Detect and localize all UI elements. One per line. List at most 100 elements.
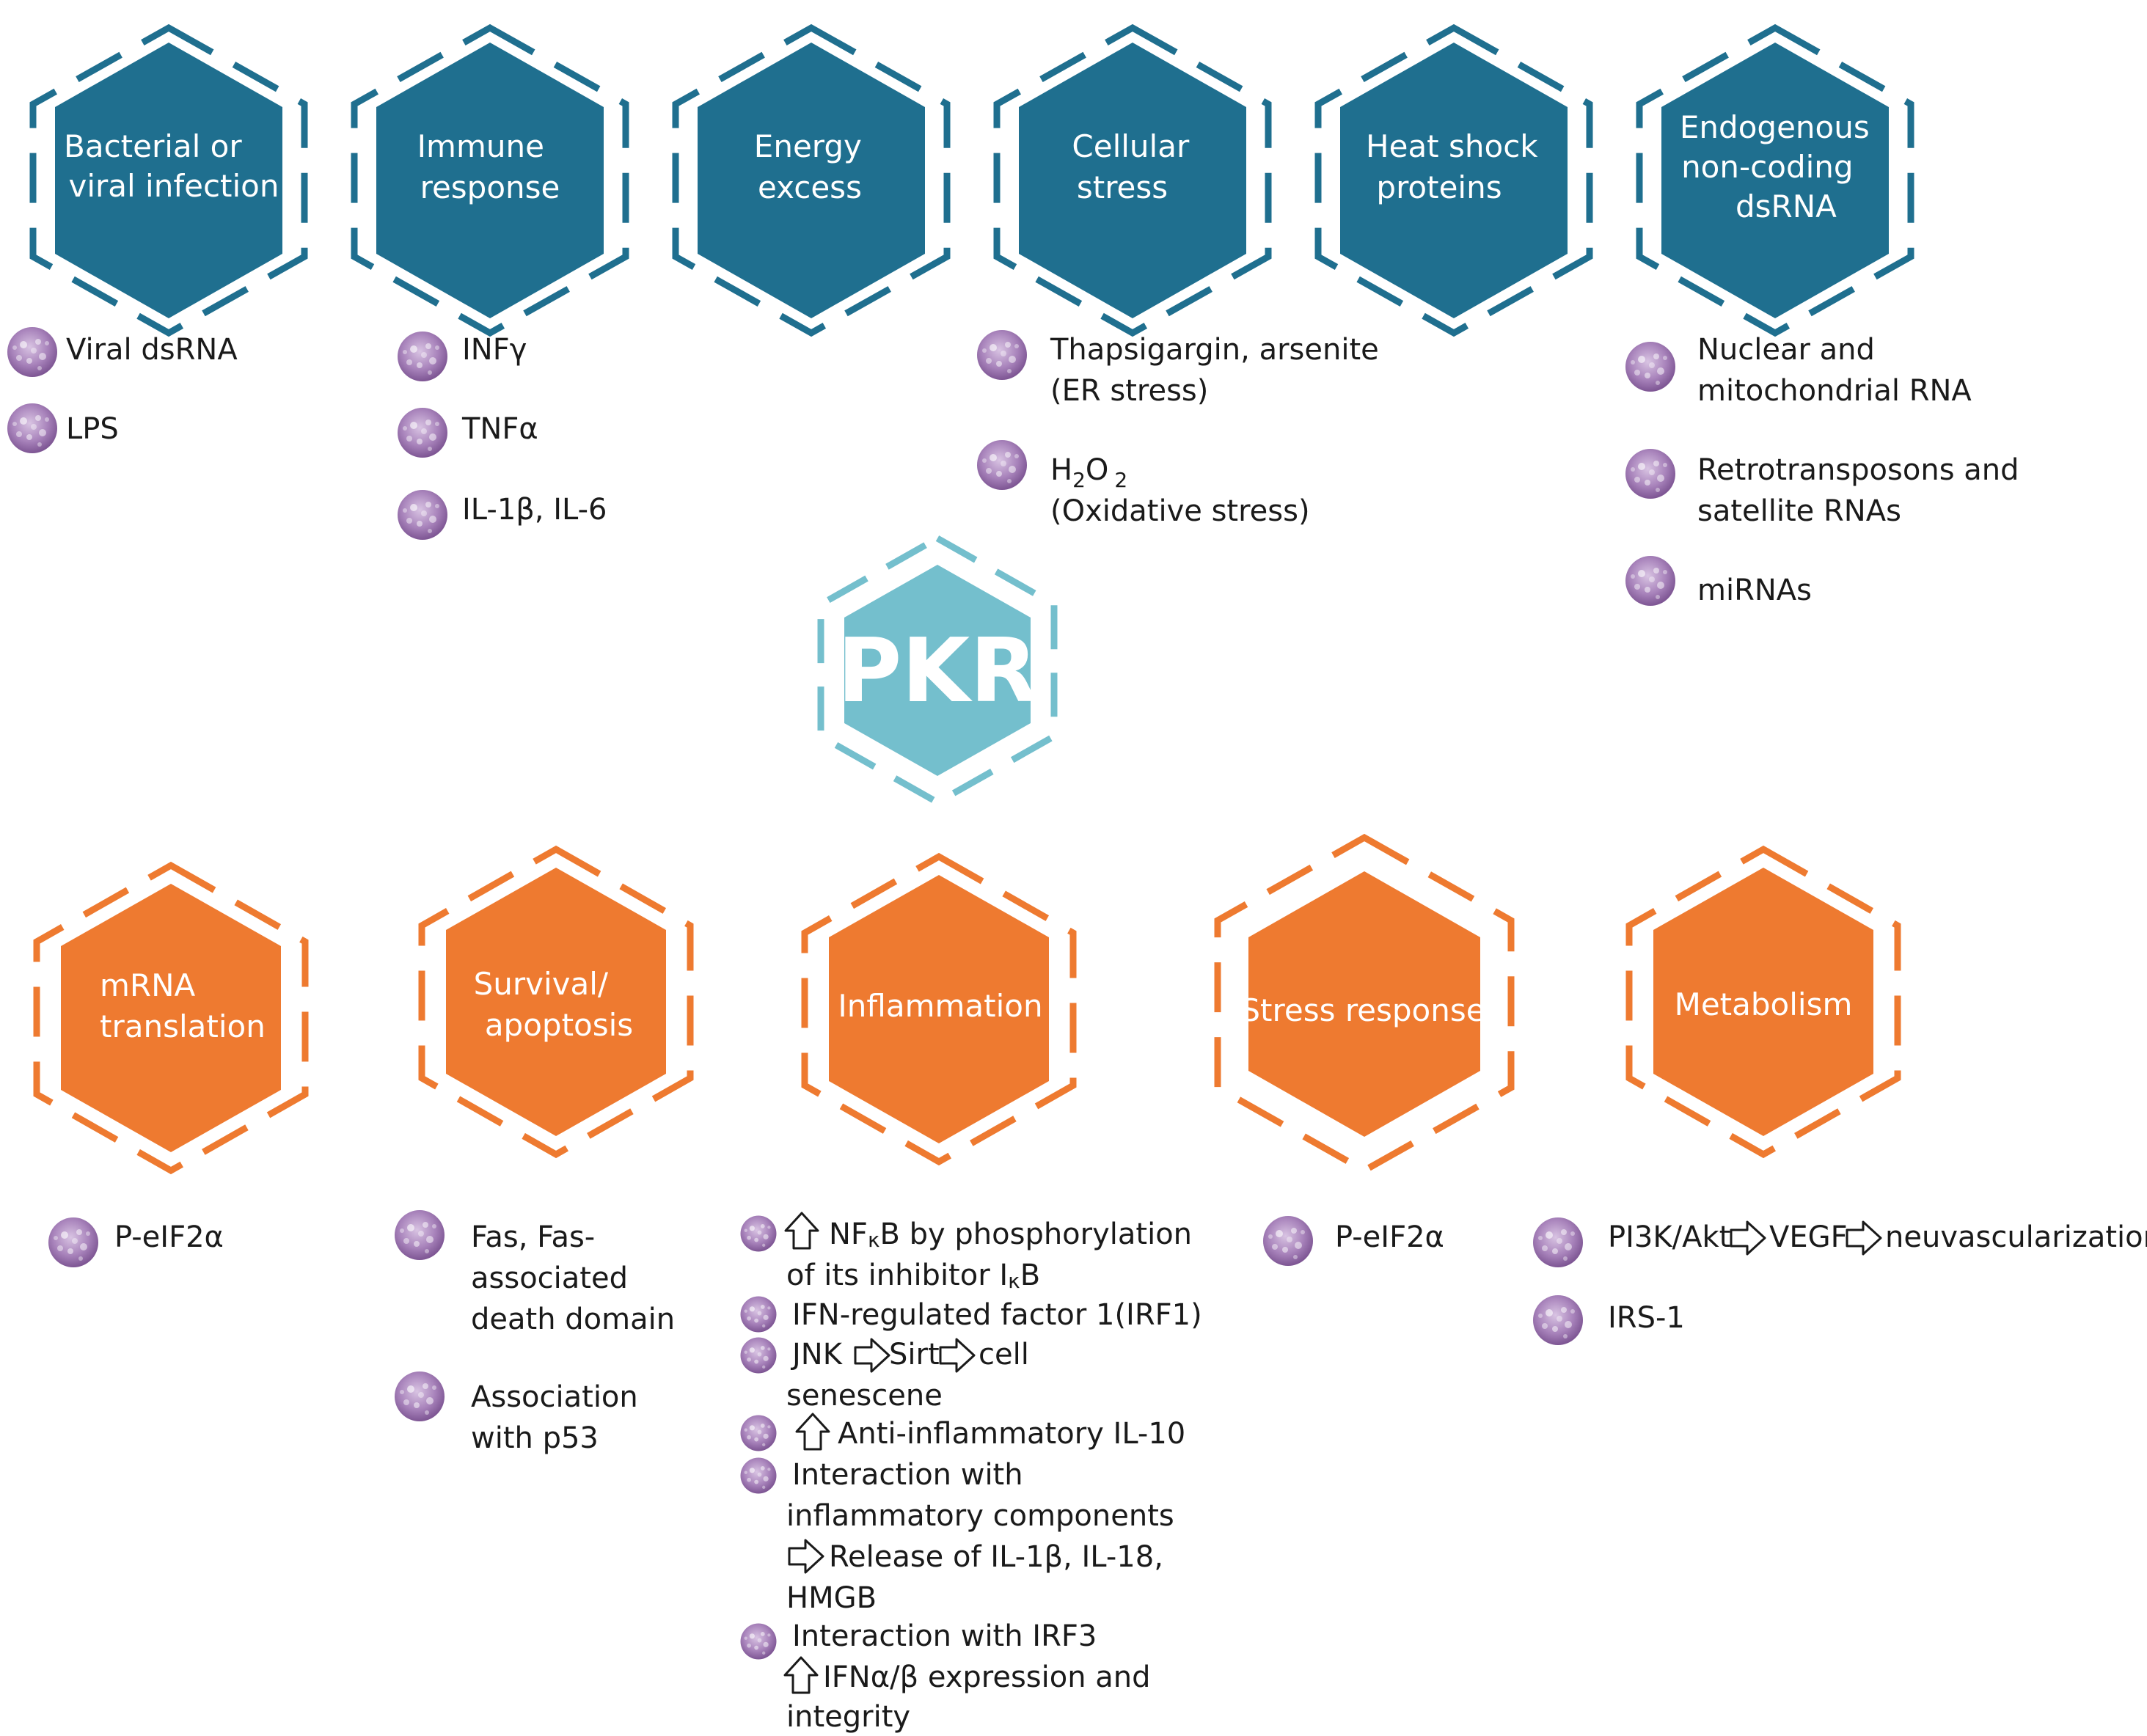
hex-dashed-border bbox=[1636, 23, 1914, 337]
virus-bullet-icon bbox=[395, 1210, 445, 1260]
hex-fill bbox=[698, 43, 925, 318]
hex-label: Energy excess bbox=[754, 128, 871, 205]
item-text: neuvascularization bbox=[1885, 1220, 2147, 1254]
item-text: miRNAs bbox=[1697, 574, 1812, 607]
item-text: PI3K/Akt bbox=[1608, 1220, 1730, 1254]
hex-fill bbox=[446, 868, 666, 1136]
item-text: IFN-regulated factor 1(IRF1) bbox=[792, 1298, 1202, 1332]
hex-fill bbox=[55, 43, 282, 318]
list-item: JNK Sirt cell senescene bbox=[740, 1337, 1029, 1413]
virus-bullet-icon bbox=[1533, 1217, 1583, 1267]
list-item: NFκB by phosphorylation of its inhibitor… bbox=[740, 1212, 1201, 1293]
item-text: Association with p53 bbox=[471, 1380, 647, 1455]
output-hexagons: mRNA translation Survival/ apoptosis Inf… bbox=[33, 833, 1901, 1175]
list-item: LPS bbox=[7, 403, 119, 453]
item-text: NFκB by phosphorylation of its inhibitor… bbox=[786, 1217, 1201, 1293]
hex-label: Survival/ apoptosis bbox=[474, 966, 634, 1043]
virus-bullet-icon bbox=[398, 332, 447, 381]
list-item: miRNAs bbox=[1625, 556, 1812, 607]
list-item: IFN-regulated factor 1(IRF1) bbox=[740, 1296, 1202, 1333]
hex-fill bbox=[1248, 871, 1480, 1137]
list-item: INFγ bbox=[398, 332, 527, 381]
input-heat-shock-proteins: Heat shock proteins bbox=[1314, 23, 1593, 337]
item-text: VEGF bbox=[1769, 1220, 1848, 1254]
hex-fill bbox=[376, 43, 604, 318]
list-item: PI3K/Akt VEGF neuvascularization bbox=[1533, 1217, 2147, 1267]
hex-dashed-border bbox=[1314, 23, 1593, 337]
list-item: Retrotransposons and satellite RNAs bbox=[1625, 449, 2028, 528]
virus-bullet-icon bbox=[740, 1457, 777, 1494]
hex-fill bbox=[1340, 43, 1568, 318]
item-text: Nuclear and mitochondrial RNA bbox=[1697, 333, 1972, 408]
virus-bullet-icon bbox=[1625, 556, 1675, 606]
list-item: IL-1β, IL-6 bbox=[398, 490, 607, 540]
hex-fill bbox=[1019, 43, 1246, 318]
hex-fill bbox=[1653, 868, 1873, 1136]
item-text: IFNα/β expression and bbox=[823, 1660, 1151, 1694]
hex-label: Cellular stress bbox=[1072, 128, 1199, 205]
input-bacterial-viral-infection: Bacterial or viral infection bbox=[29, 23, 308, 337]
list-item: Interaction with inflammatory components… bbox=[740, 1457, 1174, 1615]
item-text: INFγ bbox=[462, 333, 527, 367]
virus-bullet-icon bbox=[398, 490, 447, 540]
hex-label: Stress response bbox=[1240, 992, 1485, 1028]
virus-bullet-icon bbox=[977, 440, 1027, 490]
virus-bullet-icon bbox=[395, 1371, 445, 1421]
item-text: senescene bbox=[786, 1379, 943, 1413]
arrow-right-icon bbox=[788, 1539, 824, 1574]
hex-fill bbox=[1661, 43, 1889, 318]
item-text: HMGB bbox=[786, 1581, 877, 1615]
arrow-up-icon bbox=[784, 1212, 819, 1250]
hex-label: mRNA translation bbox=[100, 967, 266, 1044]
virus-bullet-icon bbox=[740, 1623, 777, 1660]
virus-bullet-icon bbox=[48, 1217, 98, 1267]
hex-label: Metabolism bbox=[1675, 986, 1853, 1022]
hex-dashed-border bbox=[801, 852, 1077, 1166]
list-item: IRS-1 bbox=[1533, 1295, 1685, 1345]
item-text: Interaction with bbox=[792, 1458, 1023, 1492]
item-text: Release of IL-1β, IL-18, bbox=[829, 1540, 1163, 1574]
item-text: Sirt bbox=[889, 1338, 940, 1371]
list-item: Interaction with IRF3 IFNα/β expression … bbox=[740, 1619, 1151, 1734]
virus-bullet-icon bbox=[740, 1337, 777, 1374]
input-items: Viral dsRNA LPS INFγ TNFα IL-1β, IL-6 Th… bbox=[7, 327, 2028, 607]
arrow-right-icon bbox=[1846, 1220, 1882, 1256]
output-inflammation: Inflammation bbox=[801, 852, 1077, 1166]
virus-bullet-icon bbox=[1533, 1295, 1583, 1345]
hex-dashed-border bbox=[33, 861, 309, 1175]
item-text: Retrotransposons and satellite RNAs bbox=[1697, 453, 2028, 528]
list-item: P-eIF2α bbox=[1263, 1216, 1444, 1266]
hex-label: Endogenous non-coding dsRNA bbox=[1680, 109, 1879, 224]
pkr-label: PKR bbox=[837, 620, 1037, 722]
item-text: P-eIF2α bbox=[114, 1220, 224, 1254]
hex-dashed-border bbox=[672, 23, 951, 337]
output-stress-response: Stress response bbox=[1214, 833, 1515, 1175]
hex-dashed-border bbox=[1625, 845, 1901, 1159]
item-text: P-eIF2α bbox=[1335, 1220, 1444, 1254]
virus-bullet-icon bbox=[7, 327, 57, 377]
hex-label: Bacterial or viral infection bbox=[64, 128, 279, 204]
virus-bullet-icon bbox=[1625, 449, 1675, 499]
arrow-right-icon bbox=[854, 1338, 890, 1373]
hex-dashed-border bbox=[351, 23, 629, 337]
hex-dashed-border bbox=[1214, 833, 1515, 1175]
item-text: integrity bbox=[786, 1700, 910, 1734]
item-text: JNK bbox=[790, 1338, 844, 1371]
item-text: IRS-1 bbox=[1608, 1301, 1685, 1335]
hex-fill bbox=[61, 884, 281, 1152]
item-text: IL-1β, IL-6 bbox=[462, 493, 607, 527]
item-text: inflammatory components bbox=[786, 1499, 1174, 1533]
hex-dashed-border bbox=[418, 845, 694, 1159]
arrow-up-icon bbox=[783, 1656, 819, 1694]
list-item: Thapsigargin, arsenite (ER stress) bbox=[977, 330, 1379, 408]
input-energy-excess: Energy excess bbox=[672, 23, 951, 337]
virus-bullet-icon bbox=[1263, 1216, 1313, 1266]
item-text: LPS bbox=[66, 412, 119, 446]
input-endogenous-noncoding-dsrna: Endogenous non-coding dsRNA bbox=[1636, 23, 1914, 337]
item-text: Interaction with IRF3 bbox=[792, 1619, 1097, 1653]
hex-label: Inflammation bbox=[838, 988, 1042, 1024]
input-immune-response: Immune response bbox=[351, 23, 629, 337]
